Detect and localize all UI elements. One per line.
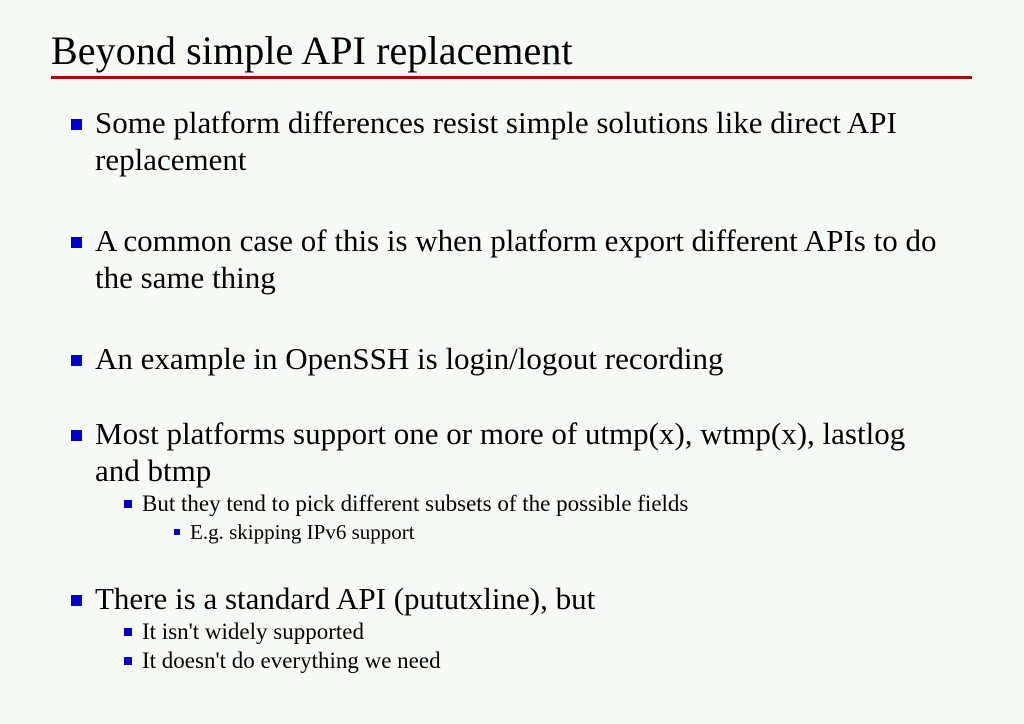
square-bullet-icon	[71, 355, 82, 366]
list-item-label: A common case of this is when platform e…	[95, 223, 945, 295]
page-title: Beyond simple API replacement	[51, 28, 573, 73]
square-bullet-icon	[124, 628, 132, 636]
list-item: E.g. skipping IPv6 support	[0, 518, 1024, 546]
list-item-label: Most platforms support one or more of ut…	[95, 416, 913, 488]
square-bullet-icon	[71, 430, 82, 441]
spacer	[0, 377, 1024, 415]
square-bullet-icon	[124, 657, 132, 665]
list-item: An example in OpenSSH is login/logout re…	[0, 340, 1024, 377]
list-item: It doesn't do everything we need	[0, 646, 1024, 675]
list-item-label: There is a standard API (pututxline), bu…	[95, 581, 596, 616]
list-item: It isn't widely supported	[0, 617, 1024, 646]
list-item-label: It doesn't do everything we need	[142, 648, 441, 673]
slide-title-block: Beyond simple API replacement	[51, 28, 972, 79]
square-bullet-icon	[71, 119, 82, 130]
list-item-label: It isn't widely supported	[142, 619, 364, 644]
spacer	[0, 546, 1024, 580]
list-item-label: But they tend to pick different subsets …	[142, 491, 689, 516]
square-bullet-icon	[71, 237, 82, 248]
list-item-label: Some platform differences resist simple …	[95, 105, 905, 177]
list-item-label: An example in OpenSSH is login/logout re…	[95, 341, 724, 376]
square-bullet-icon	[124, 500, 132, 508]
list-item: A common case of this is when platform e…	[0, 222, 1024, 296]
spacer	[0, 178, 1024, 222]
list-item: Most platforms support one or more of ut…	[0, 415, 1024, 489]
spacer	[0, 296, 1024, 340]
list-item: There is a standard API (pututxline), bu…	[0, 580, 1024, 617]
list-item: Some platform differences resist simple …	[0, 104, 1024, 178]
slide-body: Some platform differences resist simple …	[0, 104, 1024, 675]
square-bullet-icon	[174, 529, 180, 535]
square-bullet-icon	[71, 595, 82, 606]
title-divider	[51, 76, 972, 79]
list-item: But they tend to pick different subsets …	[0, 489, 1024, 518]
list-item-label: E.g. skipping IPv6 support	[190, 520, 415, 544]
